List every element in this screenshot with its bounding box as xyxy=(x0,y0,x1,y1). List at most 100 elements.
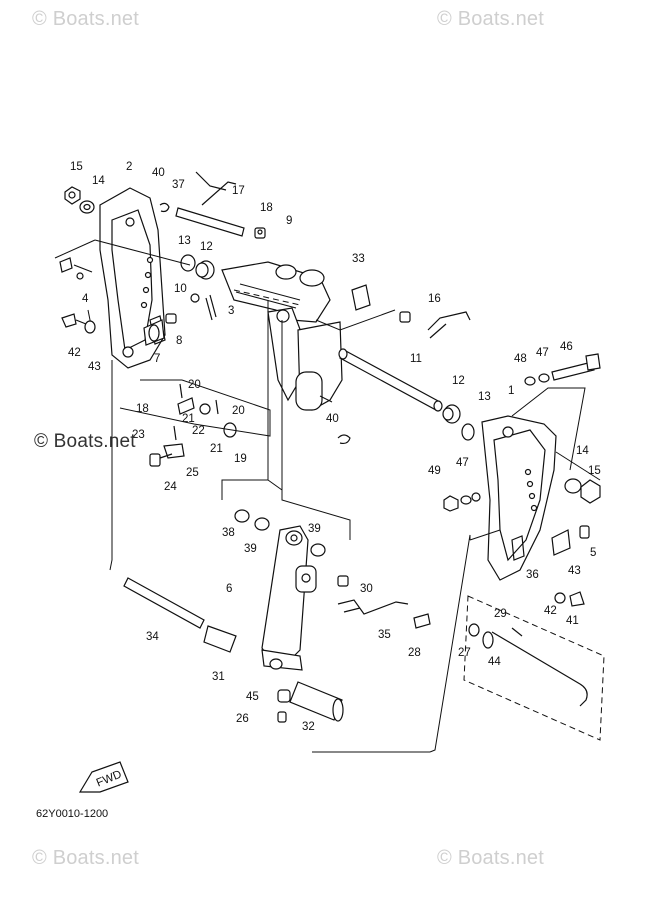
callout-14: 14 xyxy=(576,445,589,457)
leader-vertical-left xyxy=(109,360,113,571)
bolt-32 xyxy=(277,711,287,723)
callout-47: 47 xyxy=(536,347,549,359)
nut-15-right xyxy=(580,479,601,504)
washer-43-right xyxy=(554,592,566,604)
grease-nipple-18-right xyxy=(399,311,411,323)
bushing-38 xyxy=(254,517,270,531)
callout-15: 15 xyxy=(70,161,83,173)
cap-35 xyxy=(413,613,431,629)
leader-right-long xyxy=(312,387,586,753)
nut-49 xyxy=(443,495,459,512)
washer-47-top xyxy=(538,373,550,383)
callout-6: 6 xyxy=(226,583,232,595)
part-10 xyxy=(190,293,200,303)
dash-box-26 xyxy=(463,595,605,741)
callout-45: 45 xyxy=(246,691,259,703)
clip-40-top xyxy=(159,202,170,213)
plate-5 xyxy=(551,529,571,556)
bushing-39-right xyxy=(310,543,326,557)
callout-16: 16 xyxy=(428,293,441,305)
leader-right-guide xyxy=(555,451,601,481)
bushing-44 xyxy=(203,625,237,653)
callout-41: 41 xyxy=(566,615,579,627)
callout-39: 39 xyxy=(308,523,321,535)
label-33 xyxy=(351,284,371,311)
shaft-11 xyxy=(338,348,443,412)
callout-48: 48 xyxy=(514,353,527,365)
callout-46: 46 xyxy=(560,341,573,353)
callout-33: 33 xyxy=(352,253,365,265)
callout-35: 35 xyxy=(378,629,391,641)
clamp-bracket-right xyxy=(481,415,557,581)
bushing-39-left xyxy=(234,509,250,523)
bushing-12-left xyxy=(195,260,215,280)
callout-5: 5 xyxy=(590,547,596,559)
callout-24: 24 xyxy=(164,481,177,493)
watermark-middle-left: © Boats.net xyxy=(34,431,136,452)
leader-vertical-mid2 xyxy=(281,320,351,540)
callout-12: 12 xyxy=(200,241,213,253)
bushing-12-right xyxy=(442,404,461,424)
pin-31 xyxy=(277,689,291,703)
pin-20-low xyxy=(215,399,219,415)
callout-7: 7 xyxy=(154,353,160,365)
callout-23: 23 xyxy=(132,429,145,441)
callout-39: 39 xyxy=(244,543,257,555)
lever-34 xyxy=(337,599,409,615)
bolt-46 xyxy=(551,353,601,381)
callout-13: 13 xyxy=(178,235,191,247)
callout-40: 40 xyxy=(152,167,165,179)
callout-47: 47 xyxy=(456,457,469,469)
tilt-cylinder-30 xyxy=(261,525,317,671)
callout-17: 17 xyxy=(232,185,245,197)
callout-18: 18 xyxy=(260,202,273,214)
bushing-21-top xyxy=(177,397,195,415)
fwd-arrow-icon xyxy=(78,761,129,793)
watermark-bottom-left: © Boats.net xyxy=(32,847,139,869)
callout-42: 42 xyxy=(544,605,557,617)
clip-27 xyxy=(482,631,494,649)
callout-43: 43 xyxy=(568,565,581,577)
callout-14: 14 xyxy=(92,175,105,187)
callout-20: 20 xyxy=(188,379,201,391)
washer-43-left xyxy=(84,320,96,334)
sleeve-45 xyxy=(289,681,344,722)
callout-34: 34 xyxy=(146,631,159,643)
watermark-top-left: © Boats.net xyxy=(32,8,139,30)
callout-29: 29 xyxy=(494,608,507,620)
callout-19: 19 xyxy=(234,453,247,465)
bolt-42-left xyxy=(61,313,87,328)
callout-9: 9 xyxy=(286,215,292,227)
plate-7 xyxy=(143,319,165,346)
nut-15-left xyxy=(64,186,95,214)
rod-41 xyxy=(123,577,205,629)
pin-3 xyxy=(205,294,217,321)
callout-42: 42 xyxy=(68,347,81,359)
rod-26 xyxy=(491,631,588,707)
bushing-29 xyxy=(468,623,480,637)
callout-3: 3 xyxy=(228,305,234,317)
bolt-6 xyxy=(579,525,590,539)
washer-47-low xyxy=(460,495,472,505)
bolt-4 xyxy=(59,257,93,280)
callout-4: 4 xyxy=(82,293,89,305)
callout-36: 36 xyxy=(526,569,539,581)
washer-48 xyxy=(524,376,536,386)
callout-15: 15 xyxy=(588,465,601,477)
callout-43: 43 xyxy=(88,361,101,373)
clip-40-mid xyxy=(337,434,351,445)
callout-21: 21 xyxy=(210,443,223,455)
watermark-top-right: © Boats.net xyxy=(437,8,544,30)
diagram-code: 62Y0010-1200 xyxy=(36,808,109,820)
watermark-bottom-right: © Boats.net xyxy=(437,847,544,869)
callout-13: 13 xyxy=(478,391,491,403)
leader-left-box xyxy=(119,379,271,437)
callout-20: 20 xyxy=(232,405,245,417)
callout-26: 26 xyxy=(236,713,249,725)
part-22 xyxy=(199,403,211,415)
callout-28: 28 xyxy=(408,647,421,659)
part-8 xyxy=(165,313,177,324)
callout-32: 32 xyxy=(302,721,315,733)
callout-27: 27 xyxy=(458,647,471,659)
